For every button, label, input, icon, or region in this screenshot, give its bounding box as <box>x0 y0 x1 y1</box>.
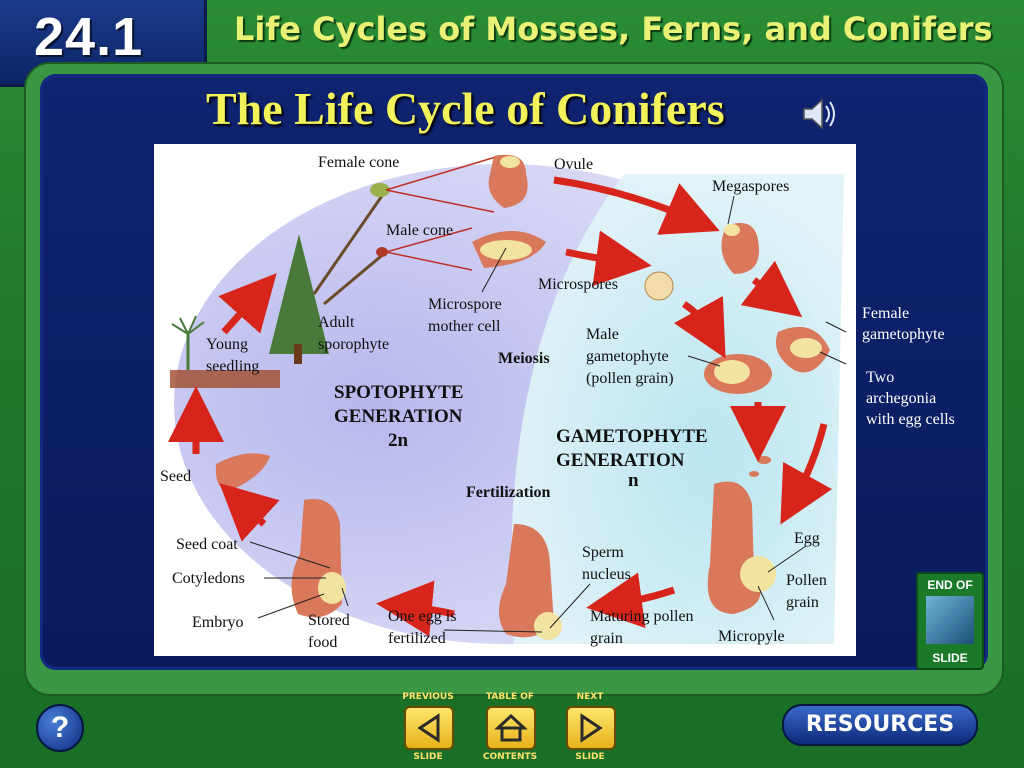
resources-label: RESOURCES <box>805 712 955 737</box>
previous-bottom-label: SLIDE <box>413 752 443 762</box>
next-top-label: NEXT <box>576 692 604 702</box>
next-bottom-label: SLIDE <box>575 752 605 762</box>
label-one-egg-1: One egg is <box>388 608 457 625</box>
label-male-gametophyte-3: (pollen grain) <box>586 370 674 387</box>
section-number: 24.1 <box>34 7 144 67</box>
label-pollen-grain-1: Pollen <box>786 572 827 589</box>
home-icon <box>486 706 536 750</box>
label-seed-coat: Seed coat <box>176 536 238 553</box>
label-female-gametophyte-2: gametophyte <box>862 326 945 343</box>
label-sperm-nucleus-2: nucleus <box>582 566 631 583</box>
label-fertilization: Fertilization <box>466 484 551 501</box>
label-female-gametophyte-1: Female <box>862 305 910 322</box>
label-seed: Seed <box>160 468 192 485</box>
adult-tree <box>269 234 329 354</box>
label-sperm-nucleus-1: Sperm <box>582 544 624 561</box>
label-stored-food-1: Stored <box>308 612 350 629</box>
label-gametophyte-3: n <box>628 470 639 491</box>
label-gametophyte-2: GENERATION <box>556 450 685 471</box>
microspore <box>644 271 674 301</box>
label-egg: Egg <box>794 530 820 547</box>
label-maturing-pollen-1: Maturing pollen <box>590 608 694 625</box>
conifer-life-cycle-diagram: Female cone Ovule Megaspores Male cone M… <box>154 144 856 656</box>
label-young-seedling-2: seedling <box>206 358 260 375</box>
label-two-archegonia-2: archegonia <box>866 390 937 407</box>
label-stored-food-2: food <box>308 634 338 651</box>
label-gametophyte-1: GAMETOPHYTE <box>556 426 708 447</box>
fertilization-structure <box>499 524 554 638</box>
next-slide-button[interactable]: NEXT SLIDE <box>560 692 620 762</box>
previous-top-label: PREVIOUS <box>402 692 454 702</box>
label-female-cone: Female cone <box>318 154 400 171</box>
slide-title: The Life Cycle of Conifers <box>206 83 725 134</box>
label-maturing-pollen-2: grain <box>590 630 623 647</box>
seed-shape <box>215 453 270 490</box>
previous-arrow-icon <box>404 706 454 750</box>
help-label: ? <box>50 711 70 744</box>
label-two-archegonia-3: with egg cells <box>866 411 955 428</box>
label-adult-1: Adult <box>318 314 355 331</box>
label-spotophyte-1: SPOTOPHYTE <box>334 382 464 403</box>
label-adult-2: sporophyte <box>318 336 390 353</box>
label-spotophyte-2: GENERATION <box>334 406 463 427</box>
label-micropyle: Micropyle <box>718 628 785 645</box>
whale-tail-icon <box>926 596 974 644</box>
label-two-archegonia-1: Two <box>866 369 895 386</box>
label-cotyledons: Cotyledons <box>172 570 245 587</box>
next-arrow-icon <box>566 706 616 750</box>
end-of-slide-top-label: END OF <box>927 578 973 592</box>
contents-bottom-label: CONTENTS <box>482 752 538 762</box>
end-of-slide-button[interactable]: END OF SLIDE <box>916 572 984 670</box>
label-meiosis: Meiosis <box>498 350 550 367</box>
label-microspore-mother-cell-1: Microspore <box>428 296 502 313</box>
help-button[interactable]: ? <box>36 704 84 752</box>
table-of-contents-button[interactable]: TABLE OF CONTENTS <box>480 692 540 762</box>
speaker-icon[interactable] <box>800 94 840 134</box>
label-microspore-mother-cell-2: mother cell <box>428 318 501 335</box>
label-megaspores: Megaspores <box>712 178 790 195</box>
label-one-egg-2: fertilized <box>388 630 446 647</box>
contents-top-label: TABLE OF <box>485 692 535 702</box>
label-male-gametophyte-1: Male <box>586 326 619 343</box>
label-microspores: Microspores <box>538 276 618 293</box>
chapter-title: Life Cycles of Mosses, Ferns, and Conife… <box>234 10 993 48</box>
label-young-seedling-1: Young <box>206 336 248 353</box>
label-spotophyte-3: 2n <box>388 430 409 451</box>
ovule-shape <box>488 154 528 208</box>
label-pollen-grain-2: grain <box>786 594 819 611</box>
label-embryo: Embryo <box>192 614 244 631</box>
previous-slide-button[interactable]: PREVIOUS SLIDE <box>398 692 458 762</box>
label-ovule: Ovule <box>554 156 594 173</box>
label-male-gametophyte-2: gametophyte <box>586 348 669 365</box>
end-of-slide-bottom-label: SLIDE <box>932 651 968 665</box>
resources-button[interactable]: RESOURCES <box>782 704 978 746</box>
label-male-cone: Male cone <box>386 222 454 239</box>
